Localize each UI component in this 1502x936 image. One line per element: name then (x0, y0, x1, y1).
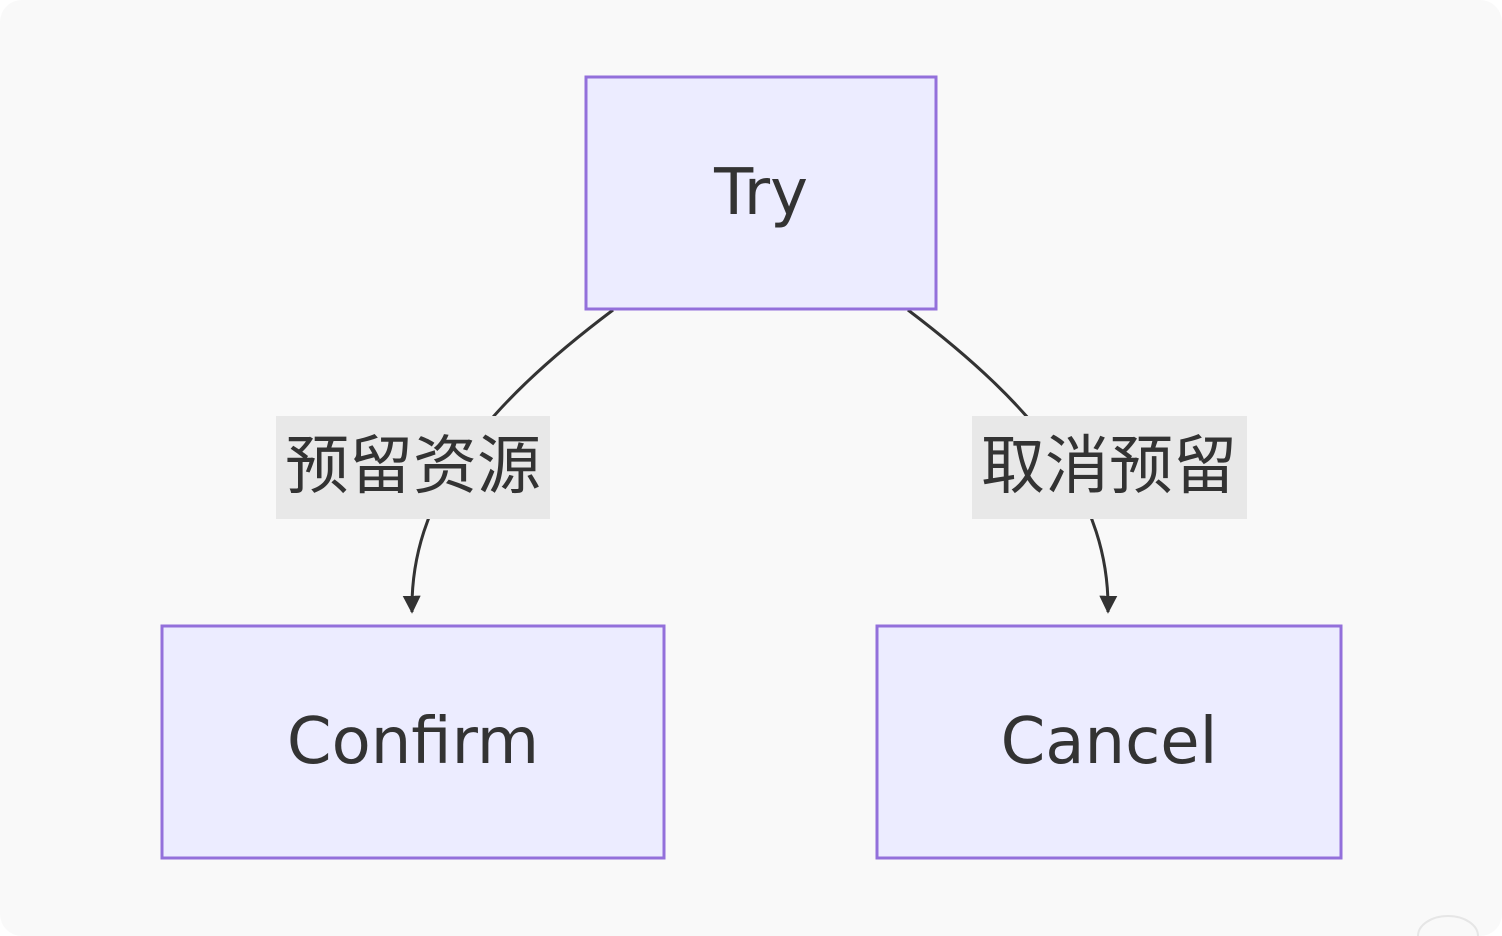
node-try[interactable]: Try (584, 75, 938, 311)
edge-label-reserve-resources: 预留资源 (276, 416, 550, 519)
node-cancel[interactable]: Cancel (875, 624, 1343, 860)
edge-label-cancel-reservation-text: 取消预留 (981, 430, 1237, 504)
edge-label-cancel-reservation: 取消预留 (972, 416, 1247, 519)
corner-decoration (1417, 915, 1479, 936)
edge-label-reserve-resources-text: 预留资源 (285, 430, 541, 504)
node-cancel-label: Cancel (1001, 705, 1218, 779)
node-confirm-label: Confirm (287, 705, 539, 779)
node-confirm[interactable]: Confirm (160, 624, 666, 860)
node-try-label: Try (713, 156, 808, 230)
